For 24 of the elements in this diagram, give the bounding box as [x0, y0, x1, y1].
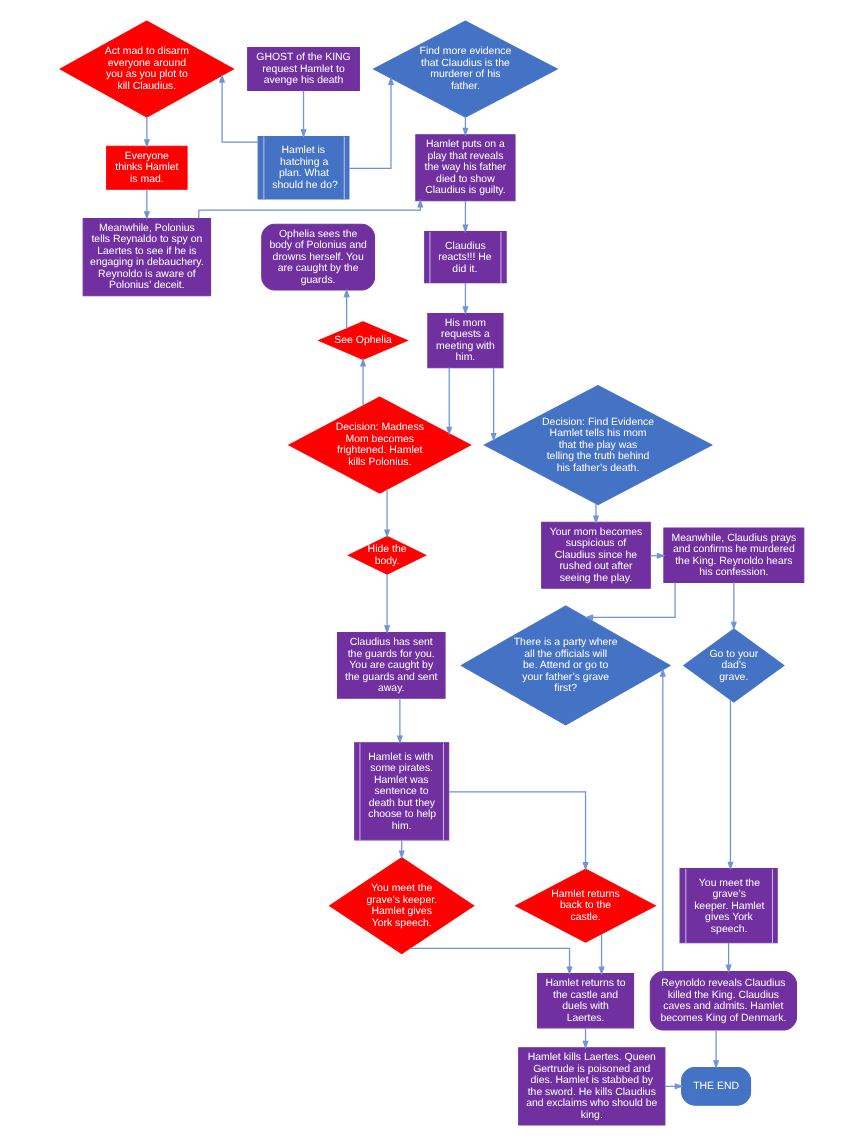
arrow	[592, 503, 600, 525]
arrow	[659, 667, 666, 972]
arrow	[360, 357, 367, 407]
arrow	[396, 697, 403, 745]
arrow	[462, 282, 469, 316]
arrow	[725, 942, 732, 974]
arrow	[462, 200, 469, 234]
arrow	[143, 188, 150, 221]
arrow	[219, 73, 259, 143]
arrow	[384, 573, 391, 635]
arrow	[598, 933, 605, 976]
arrow	[584, 582, 676, 621]
arrow	[727, 699, 734, 871]
arrow	[730, 581, 737, 631]
arrow	[490, 367, 497, 442]
arrow	[446, 367, 453, 436]
arrow	[343, 288, 350, 330]
arrow	[409, 947, 573, 976]
arrow	[448, 791, 589, 871]
arrow	[300, 89, 307, 139]
arrow	[713, 1029, 720, 1069]
arrow	[143, 116, 150, 149]
arrow	[348, 76, 395, 169]
arrow	[384, 488, 391, 539]
